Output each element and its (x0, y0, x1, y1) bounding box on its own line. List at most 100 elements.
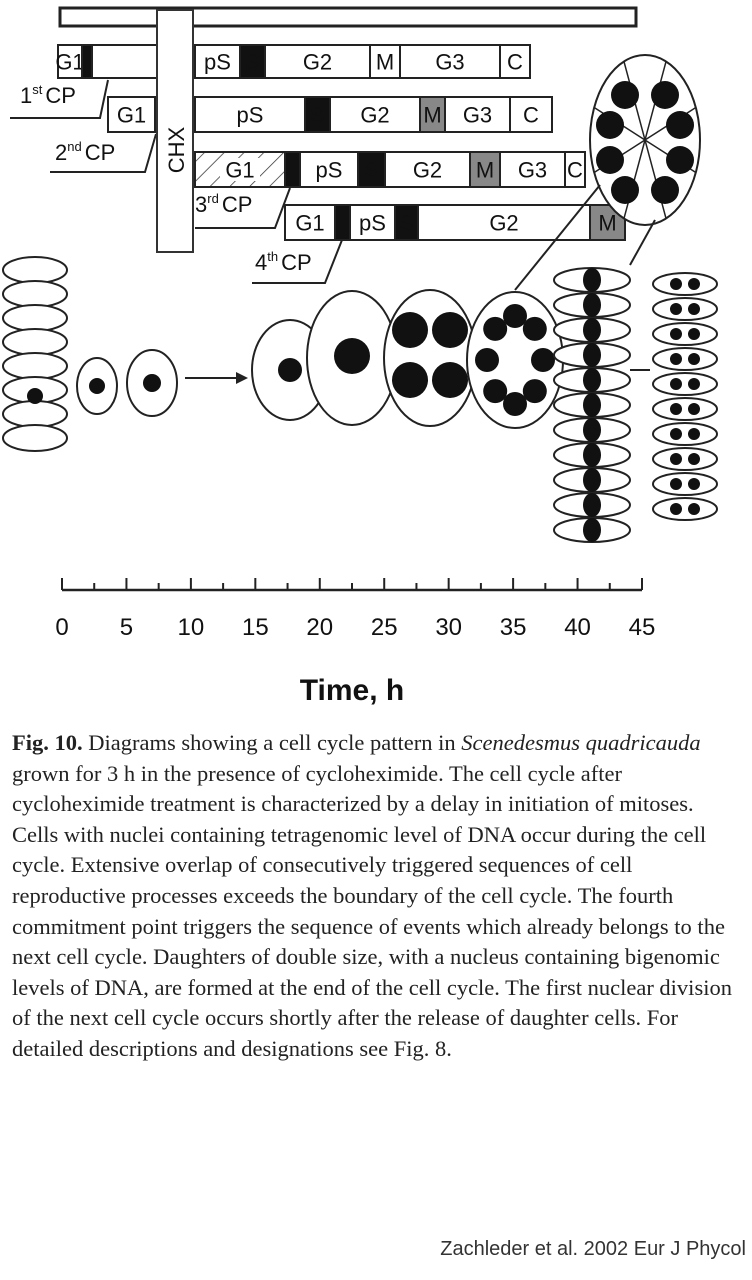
citation: Zachleder et al. 2002 Eur J Phycol (440, 1238, 746, 1260)
daughter-coenobium-cell (652, 472, 718, 496)
arrow-head-icon (236, 372, 248, 384)
tick-label: 20 (306, 614, 333, 641)
daughter-coenobium-cell (652, 397, 718, 421)
nucleus (503, 392, 527, 416)
tick-label: 5 (120, 614, 133, 641)
tick-label: 35 (500, 614, 527, 641)
daughter-coenobium-cell (652, 422, 718, 446)
phase-block (334, 204, 351, 241)
phase-label: M (423, 103, 441, 128)
phase-ps (194, 44, 241, 79)
phase-label: G1 (117, 103, 146, 128)
coenobium-cell (2, 424, 68, 452)
chx-label: CHX (164, 126, 189, 173)
coenobium-cell (2, 352, 68, 380)
tick-label: 15 (242, 614, 269, 641)
phase-g3 (499, 151, 566, 188)
phase-c (499, 44, 531, 79)
phase-label: M (598, 211, 616, 236)
nucleus (278, 358, 302, 382)
nucleus (583, 418, 601, 442)
phase-label: G3 (463, 103, 492, 128)
cp-pointer (10, 79, 109, 119)
growing-cell (126, 349, 178, 417)
figure-caption: Fig. 10. Diagrams showing a cell cycle p… (12, 728, 742, 1065)
caption-species: Scenedesmus quadricauda (461, 730, 701, 755)
dividing-cell-detail (589, 54, 701, 226)
coenobium-cell (2, 256, 68, 284)
nucleus (583, 493, 601, 517)
coenobium-cell (2, 328, 68, 356)
cp-pointer (50, 133, 157, 173)
phase-block (91, 44, 158, 79)
phase-label: S (364, 158, 379, 183)
nucleus (483, 316, 508, 341)
phase-block (81, 44, 93, 79)
phase-label: pS (204, 50, 231, 75)
phase-s (357, 151, 386, 188)
daughter-coenobium-cell (652, 297, 718, 321)
phase-label: S (310, 103, 325, 128)
nucleus (475, 348, 499, 372)
phase-block (284, 151, 301, 188)
nucleus (583, 518, 601, 542)
phase-c (564, 151, 586, 188)
eight-nuclei-cell (466, 291, 564, 429)
nucleus (503, 304, 527, 328)
daughter-coenobium-cell (652, 272, 718, 296)
cp-pointer (252, 239, 343, 284)
tick-label: 40 (564, 614, 591, 641)
phase-label: S (245, 50, 260, 75)
nucleus (27, 388, 43, 404)
nucleus (583, 318, 601, 342)
coenobium-cell (2, 304, 68, 332)
daughter-coenobium-cell (652, 497, 718, 521)
phase-label: pS (316, 158, 343, 183)
phase-label: G1 (55, 50, 84, 75)
phase-label: C (507, 50, 523, 75)
caption-text-1: Diagrams showing a cell cycle pattern in (82, 730, 462, 755)
phase-label: G1 (295, 211, 324, 236)
nucleus (522, 316, 547, 341)
nucleus (583, 468, 601, 492)
phase-label: M (476, 158, 494, 183)
nucleus (583, 343, 601, 367)
phase-label: pS (359, 211, 386, 236)
coenobium-cell (2, 400, 68, 428)
phase-g3 (399, 44, 501, 79)
nucleus (89, 378, 105, 394)
nucleus (583, 293, 601, 317)
phase-label: G2 (360, 103, 389, 128)
nucleus (531, 348, 555, 372)
phase-label: G2 (413, 158, 442, 183)
nucleus (483, 379, 508, 404)
pointer-line (629, 219, 656, 266)
daughter-cell (76, 357, 118, 415)
caption-text-2: grown for 3 h in the presence of cyclohe… (12, 760, 732, 1061)
caption-fig-label: Fig. 10. (12, 730, 83, 755)
tick-label: 10 (178, 614, 205, 641)
phase-label: C (523, 103, 539, 128)
nucleus (522, 379, 547, 404)
cp-pointer (195, 187, 291, 229)
phase-label: M (376, 50, 394, 75)
time-bar (58, 6, 638, 28)
nucleus (334, 338, 370, 374)
tick-label: 0 (55, 614, 68, 641)
phase-g2 (384, 151, 471, 188)
nucleus (432, 312, 468, 348)
coenobium-cell (2, 280, 68, 308)
nucleus (392, 312, 428, 348)
phase-g1 (57, 44, 83, 79)
phase-label: G3 (518, 158, 547, 183)
tick-label: 45 (629, 614, 656, 641)
tick-label: 30 (435, 614, 462, 641)
nucleus (583, 393, 601, 417)
phase-m (369, 44, 401, 79)
nucleus (583, 368, 601, 392)
